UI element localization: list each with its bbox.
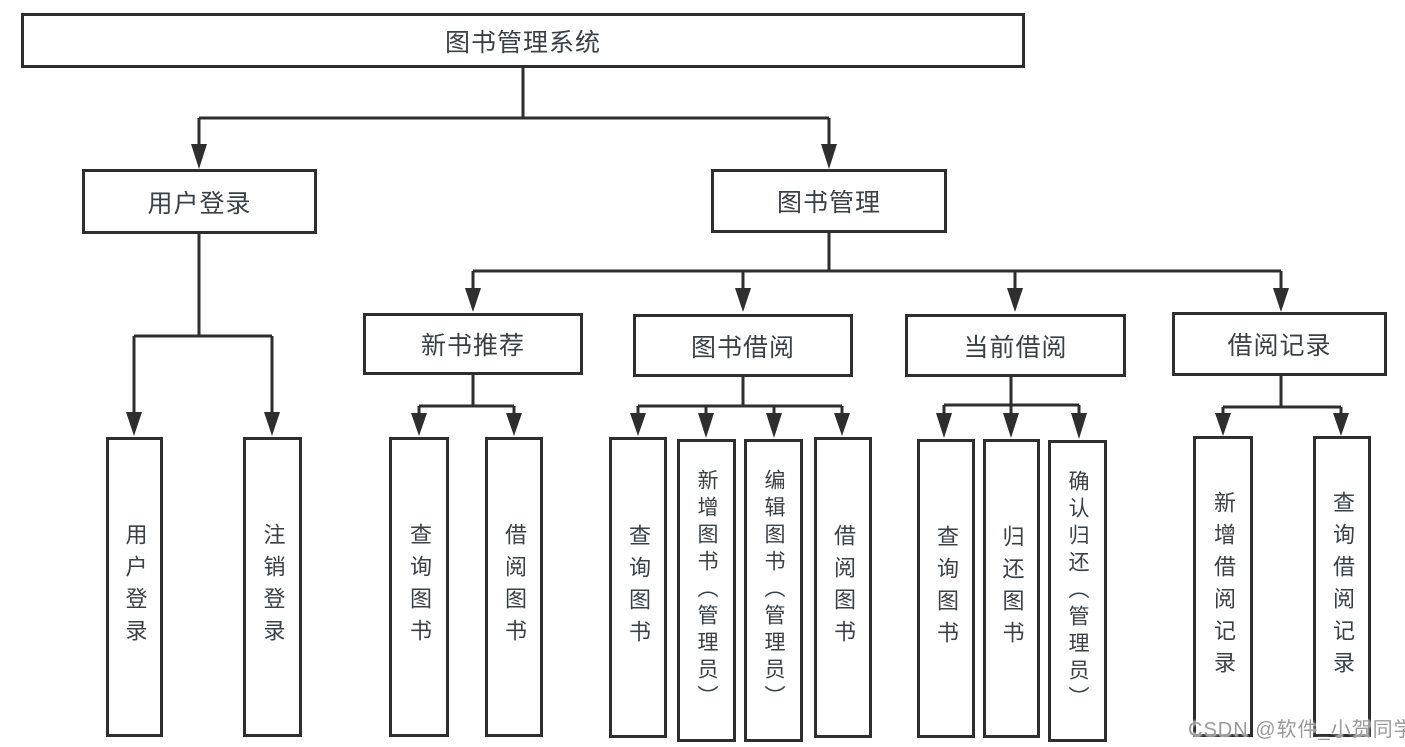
connector-root-to-level2 bbox=[191, 68, 837, 169]
node-new-book-recommend: 新书推荐 bbox=[363, 313, 583, 375]
connector-current-borrow-to-leaves bbox=[936, 377, 1087, 439]
leaf-edit-books-admin: 编辑图书（管理员） bbox=[744, 439, 803, 742]
leaf-borrow-books-recommend: 借阅图书 bbox=[485, 437, 543, 737]
connector-book-mgmt-to-level3 bbox=[465, 233, 1289, 312]
leaf-query-books-recommend: 查询图书 bbox=[389, 437, 449, 737]
leaf-add-borrow-record: 新增借阅记录 bbox=[1193, 436, 1253, 737]
leaf-query-borrow-record: 查询借阅记录 bbox=[1313, 436, 1371, 737]
connector-borrow-records-to-leaves bbox=[1215, 376, 1349, 436]
leaf-user-login: 用户登录 bbox=[106, 437, 163, 737]
leaf-borrow-books: 借阅图书 bbox=[814, 437, 872, 738]
leaf-return-books: 归还图书 bbox=[983, 439, 1040, 738]
node-book-borrowing: 图书借阅 bbox=[633, 314, 853, 377]
node-book-management: 图书管理 bbox=[711, 169, 947, 233]
node-library-system: 图书管理系统 bbox=[21, 13, 1025, 68]
leaf-confirm-return-admin: 确认归还（管理员） bbox=[1048, 440, 1107, 742]
leaf-logout: 注销登录 bbox=[243, 437, 302, 737]
node-borrowing-records: 借阅记录 bbox=[1172, 312, 1387, 376]
connector-book-borrow-to-leaves bbox=[630, 377, 850, 438]
node-current-borrowing: 当前借阅 bbox=[905, 314, 1126, 377]
connector-user-login-to-leaves bbox=[126, 233, 280, 436]
csdn-watermark: CSDN @软件_小贺同学 bbox=[1188, 719, 1405, 741]
leaf-query-books-borrow: 查询图书 bbox=[609, 437, 667, 738]
leaf-query-books-current: 查询图书 bbox=[917, 439, 975, 738]
leaf-add-books-admin: 新增图书（管理员） bbox=[677, 439, 736, 742]
node-user-login: 用户登录 bbox=[82, 169, 317, 234]
connector-new-book-rec-to-leaves bbox=[411, 375, 522, 436]
